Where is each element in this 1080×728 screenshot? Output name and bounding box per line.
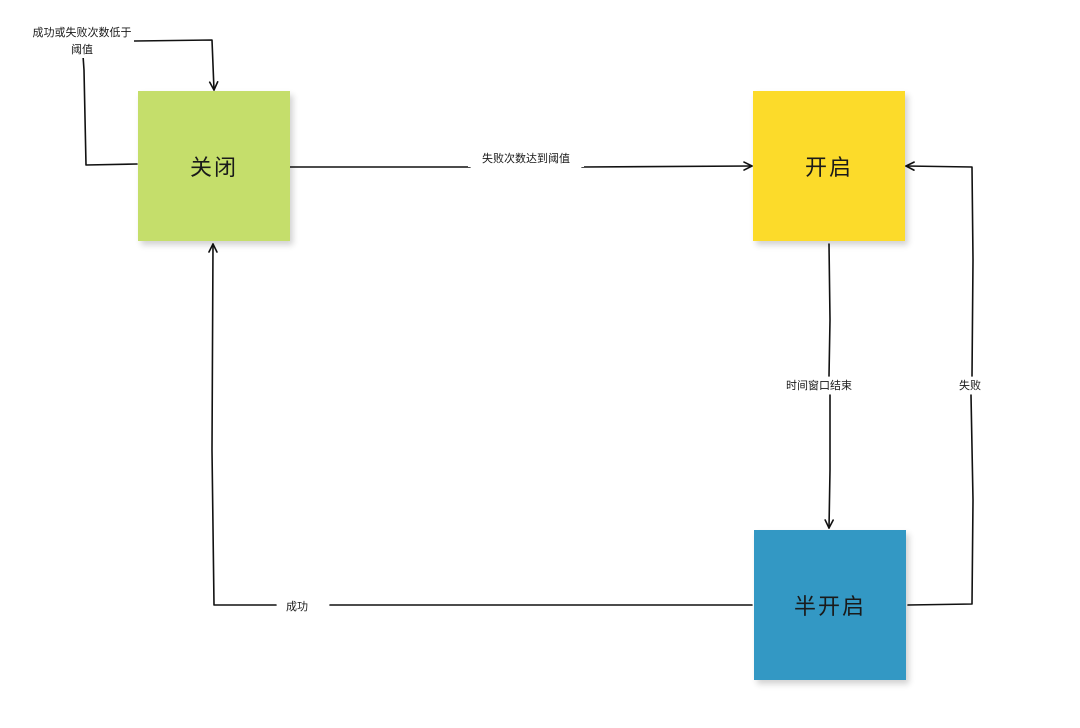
state-open: 开启 (753, 91, 905, 241)
edge-label-failure: 失败 (955, 377, 985, 394)
edge-open-to-halfopen (829, 243, 830, 528)
edge-label-time-window-end: 时间窗口结束 (782, 377, 856, 394)
edge-halfopen-to-open (906, 166, 974, 606)
state-closed-label: 关闭 (189, 156, 238, 181)
edge-label-success: 成功 (280, 598, 314, 615)
edge-label-self-loop: 成功或失败次数低于阈值 (30, 24, 134, 58)
state-half-open: 半开启 (754, 530, 906, 680)
edge-halfopen-to-closed (212, 244, 753, 606)
edge-closed-to-open (289, 166, 752, 167)
edge-label-failures-reach-threshold: 失败次数达到阈值 (468, 150, 584, 167)
state-closed: 关闭 (138, 91, 290, 241)
state-half-open-label: 半开启 (793, 595, 866, 620)
state-open-label: 开启 (804, 156, 853, 181)
